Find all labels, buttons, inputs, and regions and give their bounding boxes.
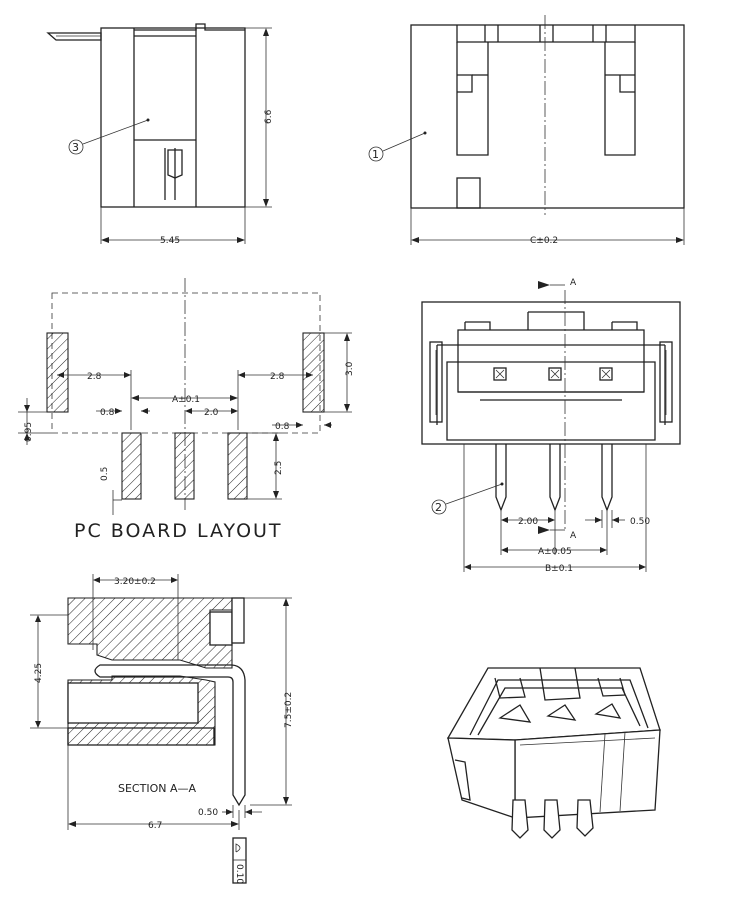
housing-window: [209, 611, 233, 646]
callout-1-text: 1: [372, 148, 379, 161]
pin-tip: [46, 32, 102, 41]
dim-0-5: 0.5: [100, 467, 110, 481]
dim-7-5: 7.5±0.2: [284, 692, 294, 728]
dim-6-6: 6.6: [264, 109, 274, 124]
dim-c: C±0.2: [530, 236, 558, 246]
section-mark-bottom: A: [570, 531, 577, 541]
dim-0-8-left: 0.8: [100, 408, 115, 418]
dim-2-8-right: 2.8: [270, 372, 285, 382]
pin-pad-3: [227, 432, 248, 500]
top-view: 1 C±0.2: [368, 15, 685, 246]
front-view-body: [421, 301, 681, 445]
dim-2-0: 2.0: [204, 408, 219, 418]
isometric-view: [446, 667, 661, 839]
side-pad-left: [46, 332, 69, 413]
section-a-a: 3.20±0.2 4.25 7.5±0.2 0.50 6.7 SECTION A…: [30, 574, 294, 884]
dim-2-00: 2.00: [518, 517, 538, 527]
outline-dashed: [51, 292, 321, 434]
dim-b: B±0.1: [545, 564, 573, 574]
section-mark-top: A: [570, 278, 577, 288]
dim-4-25: 4.25: [34, 663, 44, 683]
pc-board-layout: 2.8 A±0.1 2.8 3.0 0.8 2.0: [18, 278, 355, 542]
side-view-body: [100, 27, 246, 208]
pin-bent: [94, 664, 246, 807]
dim-a-005: A±0.05: [538, 547, 572, 557]
iso-top-face: [446, 667, 661, 741]
dim-3-0: 3.0: [345, 361, 355, 376]
front-view: A A 2 2.00 0.50 A±0.05 B±0: [421, 278, 681, 574]
dim-a: A±0.1: [172, 395, 200, 405]
dim-6-7: 6.7: [148, 821, 162, 831]
dim-0-50-section: 0.50: [198, 808, 218, 818]
dim-2-8-left: 2.8: [87, 372, 102, 382]
detail-box: [232, 837, 247, 884]
top-view-body: [410, 24, 685, 209]
iso-left-face: [447, 737, 516, 819]
dim-2-5: 2.5: [274, 461, 284, 475]
iso-pin-1: [511, 799, 529, 839]
dim-0-50-front: 0.50: [630, 517, 650, 527]
callout-2-text: 2: [435, 501, 442, 514]
side-pad-right: [302, 332, 325, 413]
pin-pad-1: [121, 432, 142, 500]
dim-0-8-right: 0.8: [275, 422, 290, 432]
section-title: SECTION A—A: [118, 782, 196, 795]
iso-pin-2: [543, 799, 561, 839]
dim-0-95: 0.95: [24, 422, 34, 442]
housing-upper-hatch: [67, 597, 233, 669]
dim-5-45: 5.45: [160, 236, 180, 246]
callout-3-text: 3: [72, 141, 79, 154]
detail-label: 0.10: [234, 864, 244, 884]
iso-pin-3: [576, 799, 594, 837]
pc-board-title: PC BOARD LAYOUT: [74, 520, 283, 542]
pin-pad-2: [174, 432, 195, 500]
side-view: 3 6.6 5.45: [46, 23, 274, 246]
dim-3-20: 3.20±0.2: [114, 577, 156, 587]
callout-3-circle: [68, 139, 84, 155]
